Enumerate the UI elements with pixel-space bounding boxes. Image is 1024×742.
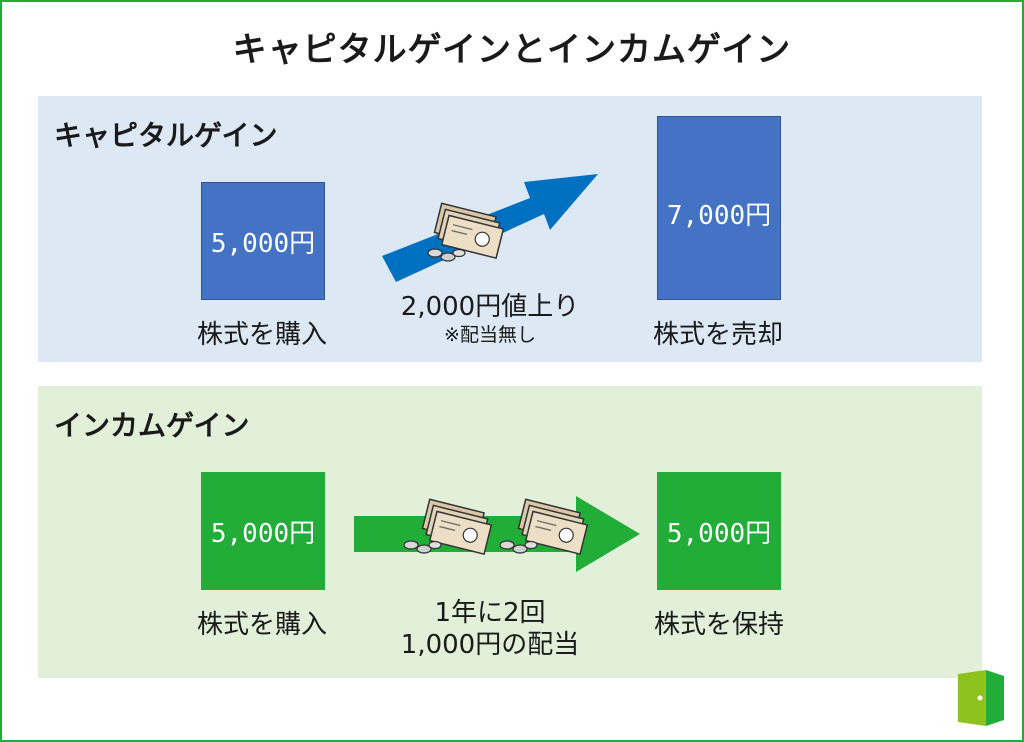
banknote-stack-icon: [421, 498, 493, 556]
income-buy-label: 株式を購入: [196, 610, 327, 640]
coins-icon: [499, 540, 538, 554]
capital-gain-note: ※配当無し: [444, 324, 536, 346]
capital-buy-box: 5,000円: [201, 182, 325, 300]
income-dividend-line1: 1年に2回: [434, 598, 546, 628]
capital-gain-panel: キャピタルゲイン 5,000円 株式を購入 2,000円値上り ※配当無し 7,…: [38, 96, 982, 362]
capital-sell-box: 7,000円: [657, 116, 781, 300]
capital-buy-label: 株式を購入: [196, 320, 327, 350]
door-logo-icon: [958, 670, 1004, 726]
income-buy-box: 5,000円: [201, 472, 325, 590]
income-dividend-line2: 1,000円の配当: [400, 630, 580, 660]
income-gain-heading: インカムゲイン: [54, 409, 250, 442]
income-hold-box: 5,000円: [657, 472, 781, 590]
income-gain-panel: インカムゲイン 5,000円 株式を購入: [38, 386, 982, 678]
income-hold-label: 株式を保持: [653, 610, 784, 640]
capital-gain-label: 2,000円値上り: [400, 292, 580, 322]
right-arrow-icon: [354, 496, 640, 572]
capital-sell-label: 株式を売却: [652, 320, 783, 350]
capital-gain-heading: キャピタルゲイン: [54, 119, 278, 152]
income-buy-value: 5,000円: [210, 518, 316, 549]
page-title: キャピタルゲインとインカムゲイン: [232, 30, 792, 70]
income-hold-value: 5,000円: [666, 518, 772, 549]
capital-sell-value: 7,000円: [666, 201, 772, 231]
coins-icon: [403, 540, 442, 554]
coins-icon: [427, 248, 466, 262]
capital-buy-value: 5,000円: [210, 228, 316, 259]
banknote-stack-icon: [433, 202, 505, 260]
banknote-stack-icon: [517, 498, 589, 556]
